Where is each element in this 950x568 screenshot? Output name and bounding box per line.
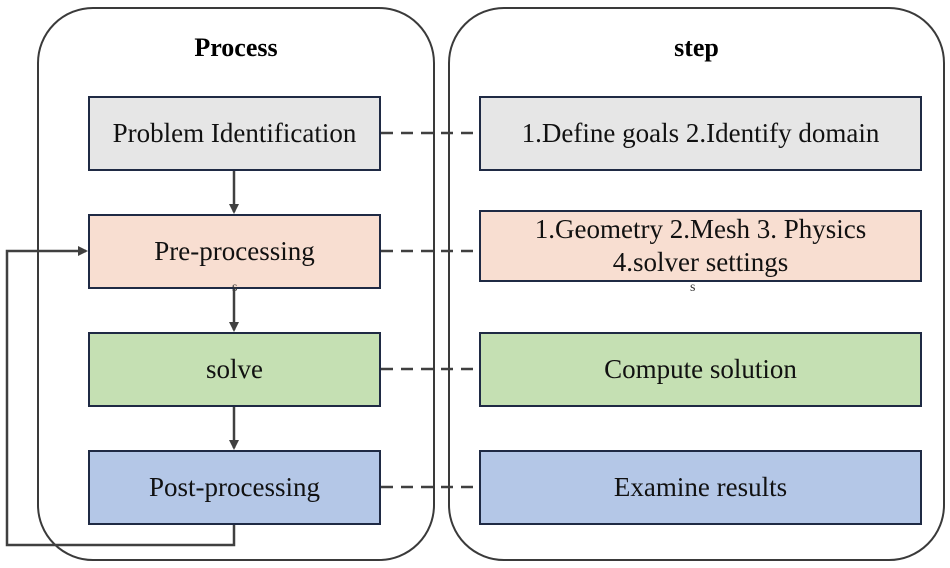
stray-mark-right: s	[690, 280, 696, 295]
step-box-compute-solution: Compute solution	[479, 332, 922, 407]
step-box-preprocessing-line2: 4.solver settings	[612, 247, 789, 277]
step-box-examine-results: Examine results	[479, 450, 922, 525]
process-box-post-processing: Post-processing	[88, 450, 381, 525]
step-title: step	[674, 33, 719, 62]
step-box-preprocessing-steps: 1.Geometry 2.Mesh 3. Physics 4.solver se…	[479, 210, 922, 282]
step-box-define-goals: 1.Define goals 2.Identify domain	[479, 96, 922, 171]
process-box-solve: solve	[88, 332, 381, 407]
step-panel: step	[448, 7, 945, 561]
process-title: Process	[194, 33, 278, 62]
stray-mark-left: s	[232, 280, 238, 295]
process-box-pre-processing: Pre-processing	[88, 214, 381, 289]
step-box-preprocessing-line1: 1.Geometry 2.Mesh 3. Physics	[534, 214, 867, 245]
process-box-problem-identification: Problem Identification	[88, 96, 381, 171]
